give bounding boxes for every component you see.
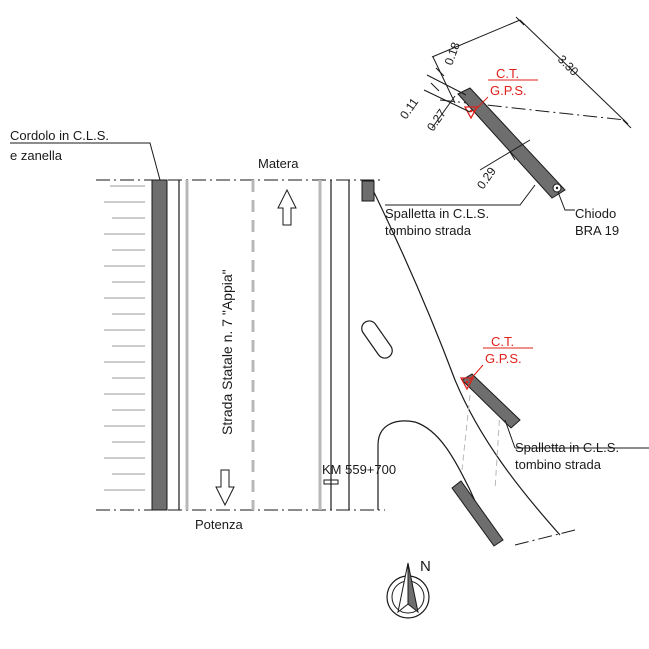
culvert-label-upper: tombino strada: [385, 223, 472, 238]
curb-cordolo: [151, 179, 168, 511]
direction-label-south: Potenza: [195, 517, 243, 532]
dimension-label: 0.18: [442, 40, 463, 67]
north-label: N: [420, 558, 431, 575]
traffic-island: [361, 320, 393, 359]
gps-point-label: G.P.S.: [490, 83, 527, 98]
curb-block: [361, 180, 375, 202]
dimension-label: 0.29: [474, 164, 499, 191]
road-edges: [178, 180, 350, 510]
km-marker-post: [323, 479, 339, 485]
gps-leader: [472, 96, 489, 113]
culvert-label-upper: Spalletta in C.L.S.: [385, 206, 489, 221]
culvert-wall-upper: [457, 87, 566, 199]
culvert-wall-middle: [461, 373, 521, 429]
km-marker-label: KM 559+700: [322, 462, 396, 477]
culvert-label-lower: tombino strada: [515, 457, 602, 472]
label-leaders: [10, 142, 649, 449]
nail-label: Chiodo: [575, 206, 616, 221]
nail-marker-icon: [552, 183, 562, 193]
gps-point-label: C.T.: [491, 334, 514, 349]
arrow-up-icon: [277, 188, 297, 226]
gps-triangle-icon: [459, 377, 475, 391]
culvert-wall-lower: [451, 480, 504, 547]
culvert-label-lower: Spalletta in C.L.S.: [515, 440, 619, 455]
nail-label: BRA 19: [575, 223, 619, 238]
section-lines: [96, 179, 385, 511]
road-name-label: Strada Statale n. 7 "Appia": [219, 269, 235, 435]
gps-triangle-icon: [463, 106, 479, 120]
embankment-hatching: [104, 185, 145, 491]
north-compass-icon: [386, 562, 430, 619]
culvert-lines: [461, 394, 501, 491]
gps-point-label: G.P.S.: [485, 351, 522, 366]
gps-leader: [468, 364, 484, 382]
gps-point-label: C.T.: [496, 66, 519, 81]
curb-label: Cordolo in C.L.S.: [10, 128, 109, 143]
curb-label: e zanella: [10, 148, 63, 163]
direction-label-north: Matera: [258, 156, 299, 171]
dimension-lines: [423, 16, 632, 171]
dimension-label: 0.11: [397, 95, 422, 122]
dimension-label: 0.27: [424, 106, 449, 133]
arrow-down-icon: [215, 469, 235, 507]
side-road-outline: [367, 179, 561, 546]
